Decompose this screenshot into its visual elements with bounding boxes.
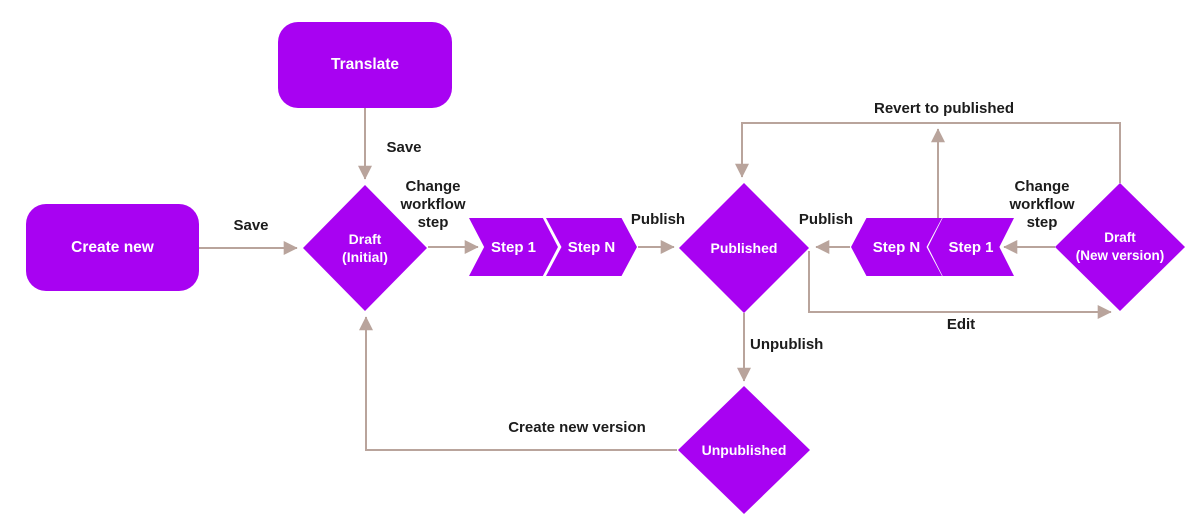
node-sublabel: (Initial) (342, 249, 388, 265)
edge-label-edit: Edit (946, 316, 976, 333)
node-label: Unpublished (701, 442, 787, 458)
node-label: Step N (567, 238, 616, 256)
node-label: Draft (348, 231, 382, 247)
edge-label-change-workflow-forward: Change workflow step (400, 178, 466, 231)
edge-edit (808, 251, 1112, 319)
edge-label-revert-to-published: Revert to published (873, 100, 1015, 117)
node-label: Step 1 (948, 238, 994, 256)
edge-label-change-workflow-backward: Change workflow step (1009, 178, 1075, 231)
node-label: Create new (71, 238, 154, 256)
node-sublabel: (New version) (1075, 248, 1165, 263)
edge-label-publish-forward: Publish (630, 211, 686, 228)
node-label: Step 1 (490, 238, 536, 256)
node-create-new: Create new (26, 204, 199, 291)
edge-create-new-version (359, 316, 677, 451)
edge-label-unpublish: Unpublish (750, 336, 824, 353)
node-label: Draft (1104, 230, 1136, 245)
edge-revert-to-published (735, 122, 1121, 183)
node-label: Translate (330, 56, 400, 73)
edge-label-save-translate: Save (386, 139, 422, 156)
node-step-n-forward: Step N (546, 218, 637, 276)
edge-label-save-create-new: Save (233, 217, 269, 234)
edge-label-publish-backward: Publish (798, 211, 854, 228)
node-label: Published (710, 240, 778, 256)
node-translate: Translate (278, 22, 452, 108)
edge-label-create-new-version: Create new version (508, 419, 646, 436)
node-label: Step N (872, 238, 921, 256)
